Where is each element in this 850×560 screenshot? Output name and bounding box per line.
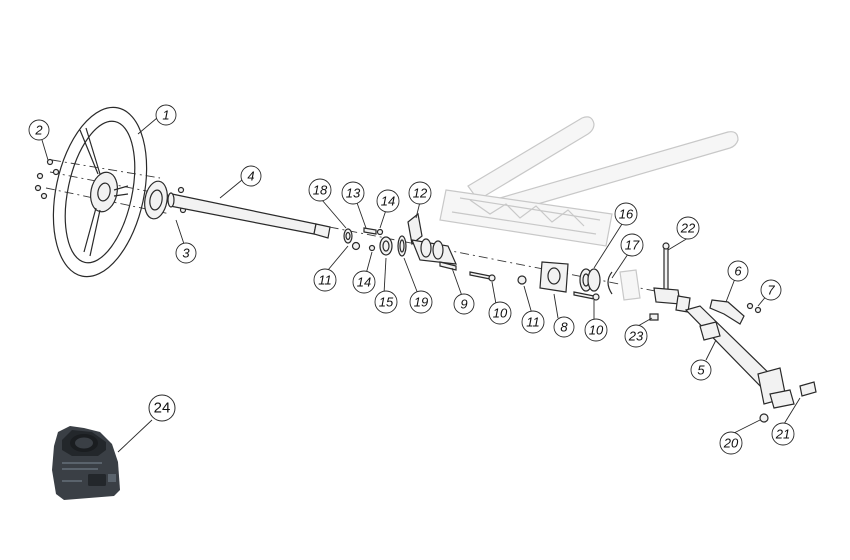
callout-8: 8 xyxy=(553,316,575,338)
svg-text:2: 2 xyxy=(34,123,43,138)
svg-text:11: 11 xyxy=(318,273,332,288)
callout-6: 6 xyxy=(727,260,749,282)
callout-10-right: 10 xyxy=(584,318,608,342)
column-bracket xyxy=(407,212,457,271)
callout-5: 5 xyxy=(690,359,712,381)
callout-16: 16 xyxy=(614,202,638,226)
svg-text:14: 14 xyxy=(381,194,395,209)
svg-text:10: 10 xyxy=(589,323,604,338)
svg-text:4: 4 xyxy=(247,169,254,184)
svg-text:9: 9 xyxy=(460,297,467,312)
callout-14-top: 14 xyxy=(376,189,400,213)
callout-4: 4 xyxy=(240,165,262,187)
callout-10-left: 10 xyxy=(488,301,512,325)
callout-14-bottom: 14 xyxy=(352,270,376,294)
callout-2: 2 xyxy=(28,119,50,141)
callout-23: 23 xyxy=(624,324,648,348)
upper-steering-shaft xyxy=(167,192,331,239)
nut-right xyxy=(517,275,527,285)
callout-12: 12 xyxy=(408,181,432,205)
svg-text:5: 5 xyxy=(697,363,705,378)
svg-text:22: 22 xyxy=(680,221,696,236)
svg-text:8: 8 xyxy=(560,320,568,335)
svg-text:15: 15 xyxy=(379,295,394,310)
shaft-small-parts xyxy=(343,227,407,257)
svg-text:1: 1 xyxy=(162,108,169,123)
callout-13: 13 xyxy=(341,181,365,205)
svg-text:18: 18 xyxy=(313,183,328,198)
callout-22: 22 xyxy=(676,216,700,240)
long-bolt-left xyxy=(469,271,496,282)
frame-structure-ghost xyxy=(439,116,739,247)
callout-18: 18 xyxy=(308,178,332,202)
callout-20: 20 xyxy=(719,431,743,455)
svg-text:21: 21 xyxy=(775,427,790,442)
callout-24: 24 xyxy=(148,394,176,422)
svg-text:14: 14 xyxy=(357,275,371,290)
callout-11-right: 11 xyxy=(521,310,545,334)
svg-text:20: 20 xyxy=(723,436,739,451)
callout-3: 3 xyxy=(175,242,197,264)
callout-1: 1 xyxy=(155,104,177,126)
svg-text:24: 24 xyxy=(154,400,171,417)
svg-text:23: 23 xyxy=(628,329,644,344)
bearing-and-ring xyxy=(579,268,613,295)
lower-steering-shaft xyxy=(649,242,817,423)
svg-text:19: 19 xyxy=(414,295,428,310)
callout-11-left: 11 xyxy=(313,268,337,292)
svg-text:13: 13 xyxy=(346,186,361,201)
svg-text:10: 10 xyxy=(493,306,508,321)
clamp-plate xyxy=(539,261,600,301)
leader-lines xyxy=(41,117,801,453)
wheel-bolts xyxy=(34,158,60,200)
callout-9: 9 xyxy=(453,293,475,315)
clock-spring-module-icon xyxy=(52,426,120,500)
svg-text:7: 7 xyxy=(767,283,775,298)
svg-text:3: 3 xyxy=(182,246,190,261)
callout-19: 19 xyxy=(409,290,433,314)
callout-17: 17 xyxy=(620,233,644,257)
svg-text:17: 17 xyxy=(625,238,640,253)
callout-21: 21 xyxy=(771,422,795,446)
mount-plate-ghost xyxy=(619,269,641,301)
svg-text:11: 11 xyxy=(526,315,540,330)
callout-7: 7 xyxy=(760,279,782,301)
svg-text:6: 6 xyxy=(734,264,742,279)
svg-text:16: 16 xyxy=(619,207,634,222)
steering-wheel-icon xyxy=(52,106,148,278)
callout-15: 15 xyxy=(374,290,398,314)
svg-text:12: 12 xyxy=(413,186,428,201)
